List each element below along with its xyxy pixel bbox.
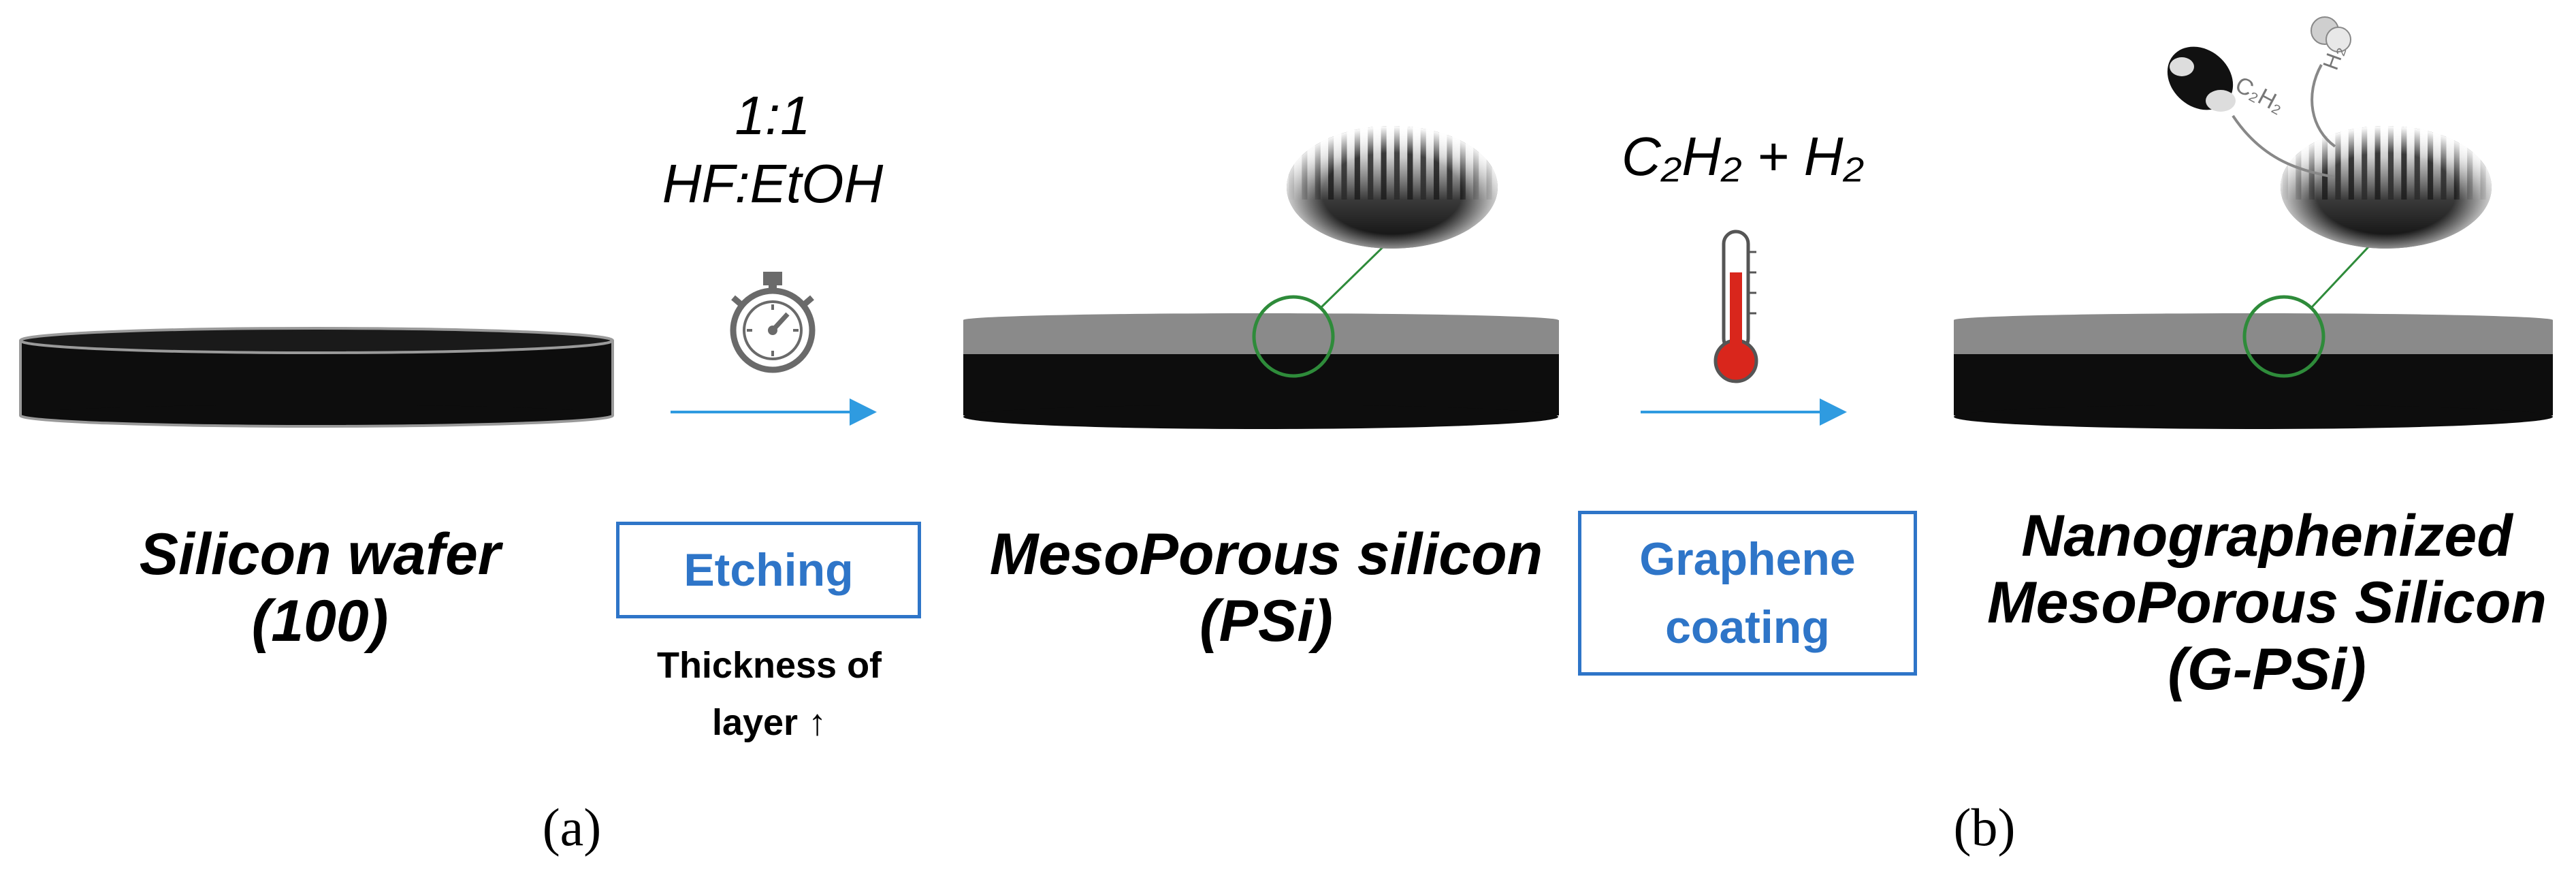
psi-title-line1: MesoPorous silicon (989, 522, 1543, 587)
etching-note-line2: layer ↑ (711, 702, 827, 743)
etching-reagent: 1:1 HF:EtOH (613, 82, 933, 218)
panel-label-a: (a) (542, 797, 602, 857)
psi-pore-inset (1287, 126, 1498, 249)
gpsi-title-line2: MesoPorous Silicon (1987, 570, 2547, 635)
psi-title: MesoPorous silicon (PSi) (946, 521, 1586, 654)
h2-molecule-icon (2311, 16, 2351, 52)
silicon-wafer (19, 327, 614, 428)
etching-reagent-ratio: 1:1 (735, 85, 811, 146)
etching-note: Thickness of layer ↑ (613, 637, 926, 751)
wafer-title-line1: Silicon wafer (139, 522, 501, 587)
gpsi-title: Nanographenized MesoPorous Silicon (G-PS… (1974, 503, 2560, 703)
etching-step-label: Etching (683, 544, 854, 596)
gpsi-title-line1: Nanographenized (2021, 503, 2513, 569)
gpsi-title-line3: (G-PSi) (2168, 637, 2366, 702)
c2h2-path-line (2232, 114, 2336, 178)
etching-reagent-name: HF:EtOH (662, 153, 884, 214)
c2h2-molecule-icon (2167, 46, 2236, 112)
psi-wafer (963, 313, 1559, 429)
psi-title-line2: (PSi) (1200, 588, 1333, 654)
coating-step-label-line1: Graphene (1639, 533, 1856, 585)
h2-path-line (2311, 64, 2336, 148)
thermometer-icon (1713, 230, 1758, 383)
stopwatch-icon (730, 272, 816, 373)
coating-step-box: Graphene coating (1578, 511, 1917, 676)
pore-fade (2281, 126, 2492, 249)
pore-fade (1287, 126, 1498, 249)
coating-step-label-line2: coating (1665, 601, 1830, 653)
wafer-title: Silicon wafer (100) (68, 521, 572, 654)
etching-note-line1: Thickness of (656, 645, 882, 686)
coating-reagent: C₂H₂ + H₂ (1621, 126, 1864, 187)
etching-step-box: Etching (616, 522, 921, 618)
wafer-title-line2: (100) (251, 588, 389, 654)
gpsi-wafer (1954, 313, 2553, 429)
gpsi-pore-inset (2281, 126, 2492, 249)
panel-label-b: (b) (1953, 797, 2016, 857)
